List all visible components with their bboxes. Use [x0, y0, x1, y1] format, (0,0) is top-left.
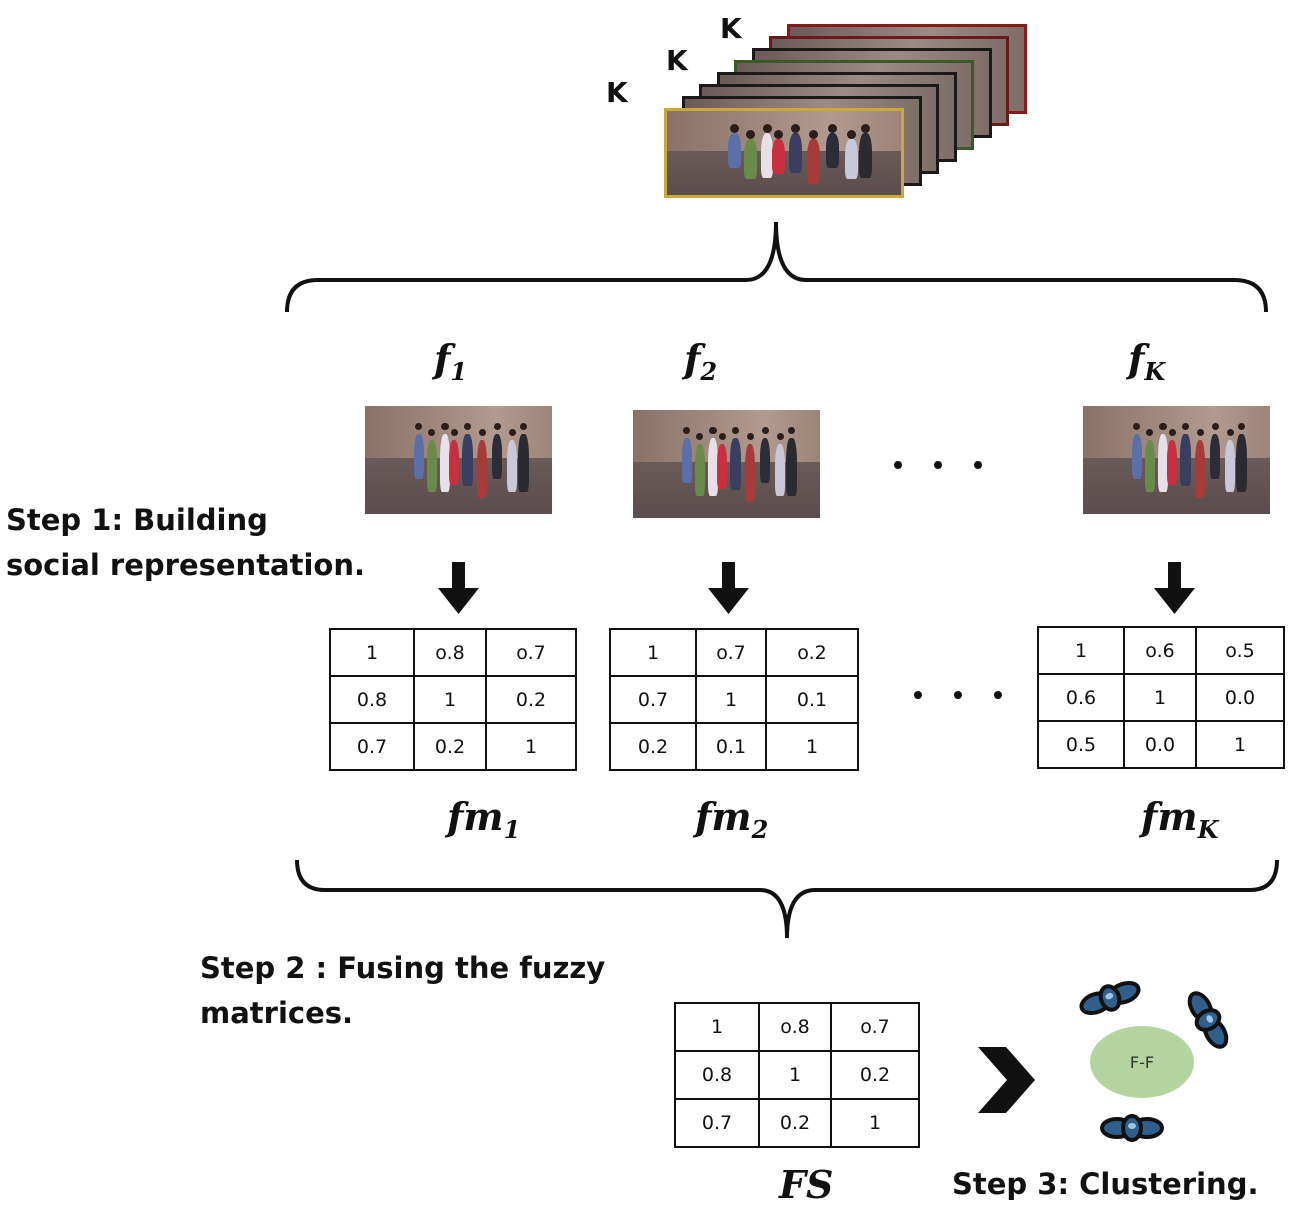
matrix-cell: 1	[1195, 720, 1285, 769]
matrix-cell: 0.0	[1123, 720, 1197, 769]
ellipsis-dots	[894, 461, 982, 469]
matrix-sub: 2	[751, 815, 769, 844]
matrix-cell: o.8	[413, 628, 487, 677]
down-arrow-2	[708, 562, 749, 614]
matrix-cell: o.7	[485, 628, 577, 677]
matrix-cell: 1	[765, 722, 859, 771]
step1-line1: Step 1: Building	[6, 503, 268, 537]
matrix-cell: 0.2	[413, 722, 487, 771]
matrix-cell: 0.7	[329, 722, 415, 771]
frame-thumbnail-1	[365, 406, 552, 514]
ellipsis-dots	[914, 691, 1002, 699]
matrix-cell: 1	[485, 722, 577, 771]
frame-symbol: f	[684, 336, 701, 381]
frame-symbol: f	[434, 336, 451, 381]
matrix-cell: 1	[695, 675, 767, 724]
matrix-cell: 0.7	[609, 675, 697, 724]
frame-stack	[0, 0, 1305, 220]
frame-sub: K	[1144, 357, 1166, 386]
matrix-cell: o.5	[1195, 626, 1285, 675]
matrix-cell: 1	[758, 1050, 832, 1100]
frame-label-1: f1	[434, 336, 467, 386]
step2-line1: Step 2 : Fusing the fuzzy	[200, 951, 606, 985]
matrix-cell: 1	[609, 628, 697, 677]
matrix-cell: 0.8	[329, 675, 415, 724]
cluster-graphic: F-F	[1079, 980, 1229, 1142]
person-top-view-icon	[1100, 1114, 1164, 1142]
matrix-cell: 1	[674, 1002, 760, 1052]
step3-text: Step 3: Clustering.	[952, 1167, 1259, 1201]
frame-sub: 2	[700, 357, 718, 386]
matrix-cell: 0.2	[830, 1050, 920, 1100]
matrix-label-1: fm1	[447, 794, 520, 844]
matrix-cell: o.8	[758, 1002, 832, 1052]
matrix-cell: 0.7	[674, 1098, 760, 1148]
person-top-view-icon	[1187, 991, 1229, 1049]
matrix-cell: 0.0	[1195, 673, 1285, 722]
matrix-cell: 1	[413, 675, 487, 724]
matrix-cell: 0.1	[695, 722, 767, 771]
matrix-sub: K	[1197, 815, 1219, 844]
k-label: K	[606, 76, 628, 109]
frame-sub: 1	[450, 357, 468, 386]
stacked-frame	[664, 108, 904, 198]
step2-text: Step 2 : Fusing the fuzzy matrices.	[200, 946, 605, 1036]
top-brace	[285, 221, 1268, 313]
matrix-symbol: fm	[1141, 794, 1198, 839]
matrix-sub: 1	[503, 815, 521, 844]
matrix-cell: 1	[329, 628, 415, 677]
matrix-cell: 1	[1037, 626, 1125, 675]
cluster-center	[1090, 1026, 1194, 1098]
matrix-cell: o.7	[695, 628, 767, 677]
matrix-symbol: fm	[695, 794, 752, 839]
matrix-cell: o.7	[830, 1002, 920, 1052]
matrix-cell: 0.2	[609, 722, 697, 771]
frame-thumbnail-2	[633, 410, 820, 518]
step2-line2: matrices.	[200, 996, 354, 1030]
matrix-cell: 0.5	[1037, 720, 1125, 769]
matrix-cell: 0.8	[674, 1050, 760, 1100]
bottom-brace	[295, 859, 1279, 939]
k-label: K	[666, 44, 688, 77]
matrix-cell: 0.2	[485, 675, 577, 724]
matrix-cell: 1	[1123, 673, 1197, 722]
matrix-symbol: fm	[447, 794, 504, 839]
matrix-cell: 1	[830, 1098, 920, 1148]
matrix-cell: o.6	[1123, 626, 1197, 675]
matrix-cell: 0.1	[765, 675, 859, 724]
matrix-cell: 0.6	[1037, 673, 1125, 722]
chevron-right-icon	[978, 1047, 1035, 1113]
k-label: K	[720, 12, 742, 45]
matrix-cell: o.2	[765, 628, 859, 677]
frame-label-2: f2	[684, 336, 717, 386]
frame-symbol: f	[1128, 336, 1145, 381]
fused-matrix-label: FS	[779, 1162, 834, 1207]
matrix-label-k: fmK	[1141, 794, 1218, 844]
down-arrow-1	[438, 562, 479, 614]
cluster-center-label: F-F	[1130, 1053, 1154, 1072]
step1-text: Step 1: Building social representation.	[6, 498, 365, 588]
frame-thumbnail-k	[1083, 406, 1270, 514]
step1-line2: social representation.	[6, 548, 366, 582]
down-arrow-3	[1154, 562, 1195, 614]
matrix-cell: 0.2	[758, 1098, 832, 1148]
person-top-view-icon	[1079, 980, 1141, 1016]
frame-label-k: fK	[1128, 336, 1165, 386]
matrix-label-2: fm2	[695, 794, 768, 844]
